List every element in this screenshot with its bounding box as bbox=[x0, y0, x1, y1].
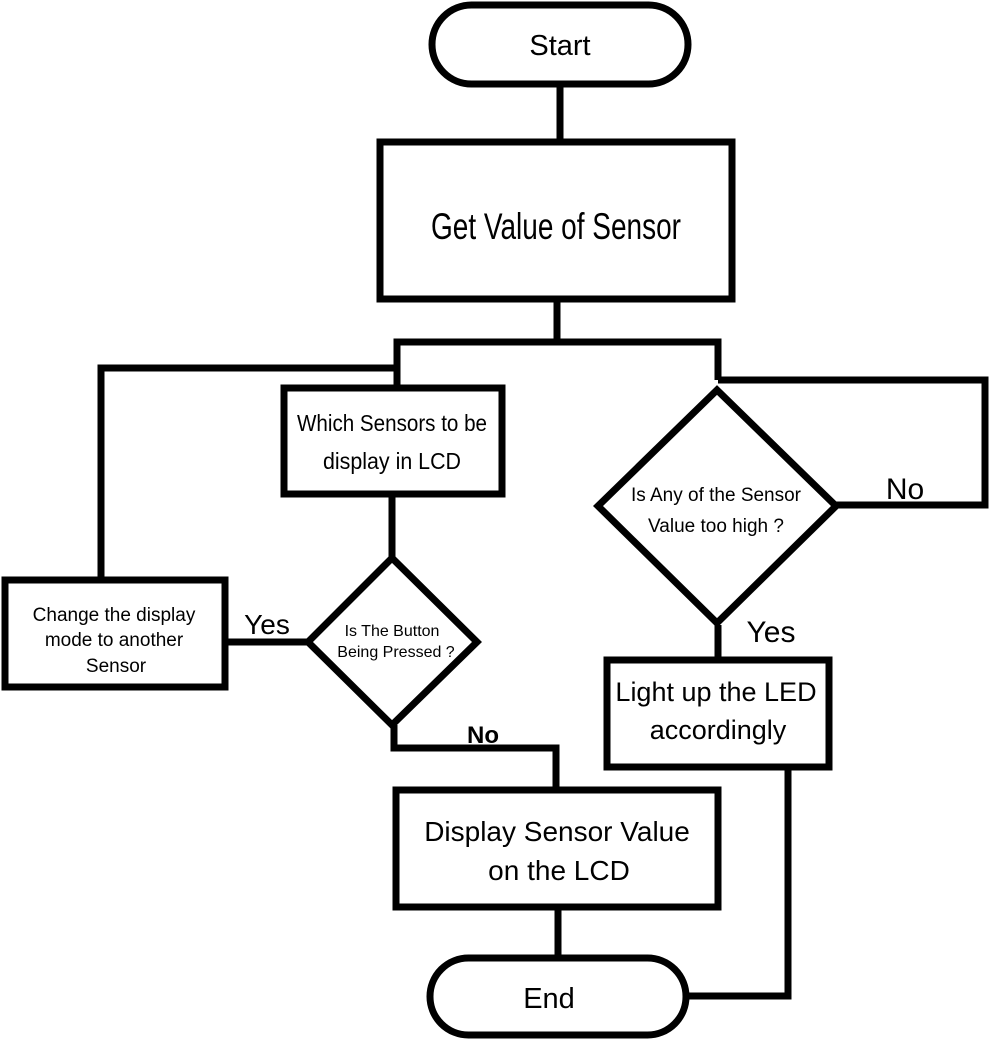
sensor-high-label-line-1: Is Any of the Sensor bbox=[631, 485, 802, 506]
connector-led-to-end bbox=[686, 768, 792, 1000]
light-led-process: Light up the LED accordingly bbox=[603, 656, 833, 771]
sensor-no-label: No bbox=[886, 473, 924, 506]
get-value-process: Get Value of Sensor bbox=[376, 138, 736, 303]
connector-change-mode-loop bbox=[97, 364, 397, 580]
which-sensor-label-line-1: Which Sensors to be bbox=[297, 410, 487, 436]
connector-split-bar bbox=[393, 338, 722, 387]
button-no-label: No bbox=[467, 722, 499, 749]
change-mode-process: Change the display mode to another Senso… bbox=[1, 576, 229, 691]
edge-labels: Yes No No Yes bbox=[244, 473, 924, 749]
which-sensor-process: Which Sensors to be display in LCD bbox=[280, 384, 506, 498]
light-led-label-line-2: accordingly bbox=[650, 715, 787, 745]
end-label: End bbox=[523, 983, 575, 1015]
change-mode-label-line-3: Sensor bbox=[86, 656, 147, 677]
which-sensor-label-line-2: display in LCD bbox=[323, 448, 461, 474]
display-value-label-line-2: on the LCD bbox=[488, 855, 630, 886]
display-value-process: Display Sensor Value on the LCD bbox=[392, 786, 722, 911]
connector-button-no bbox=[390, 725, 560, 790]
start-terminal: Start bbox=[428, 1, 692, 88]
start-label: Start bbox=[529, 30, 590, 62]
light-led-label-line-1: Light up the LED bbox=[615, 677, 816, 707]
end-terminal: End bbox=[426, 954, 690, 1039]
change-mode-label-line-1: Change the display bbox=[33, 605, 196, 626]
change-mode-label-line-2: mode to another bbox=[45, 630, 184, 651]
display-value-label-line-1: Display Sensor Value bbox=[424, 816, 690, 847]
connectors bbox=[97, 84, 989, 1000]
button-decision-label-line-2: Being Pressed ? bbox=[337, 644, 455, 661]
connector-sensor-no-loop bbox=[718, 376, 989, 509]
get-value-label: Get Value of Sensor bbox=[431, 206, 681, 247]
sensor-yes-label: Yes bbox=[747, 616, 796, 649]
sensor-high-label-line-2: Value too high ? bbox=[648, 516, 784, 537]
sensor-high-decision: Is Any of the Sensor Value too high ? bbox=[592, 385, 842, 628]
button-yes-label: Yes bbox=[244, 609, 290, 640]
button-decision: Is The Button Being Pressed ? bbox=[303, 553, 482, 730]
button-decision-label-line-1: Is The Button bbox=[345, 623, 440, 640]
